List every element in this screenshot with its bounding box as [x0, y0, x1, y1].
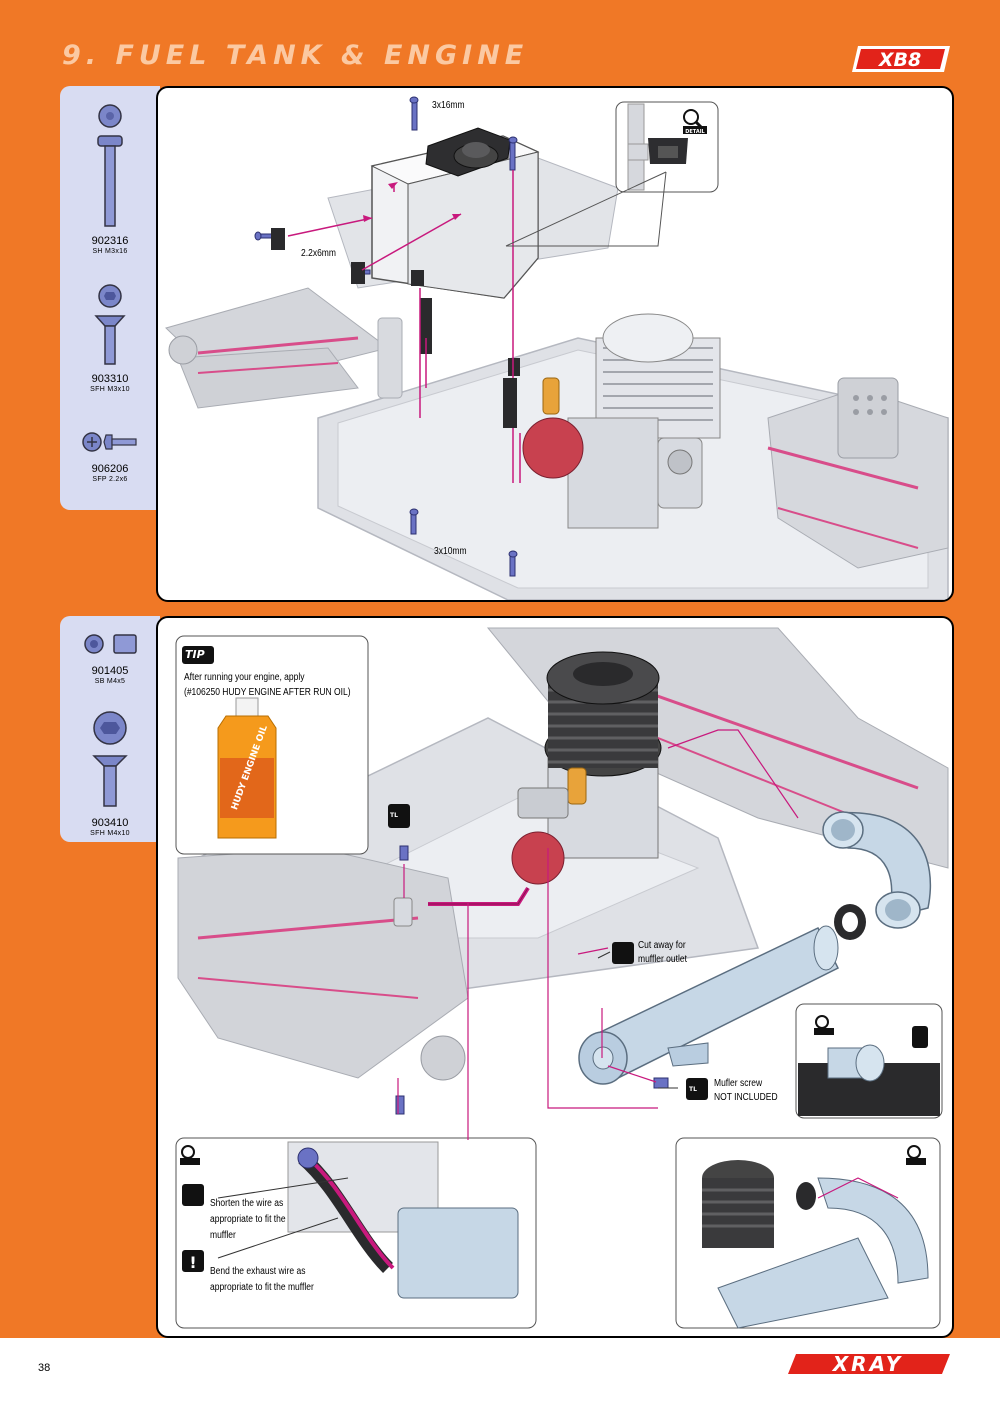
model-logo: XB8	[852, 44, 952, 74]
shorten-note-line3: muffler	[210, 1230, 236, 1241]
shorten-note-line2: appropriate to fit the	[210, 1214, 286, 1225]
brand-logo: XRAY	[786, 1350, 952, 1378]
flat-head-screw-icon	[94, 284, 126, 365]
part-code: 903310	[91, 373, 129, 385]
model-text: XB8	[878, 49, 921, 71]
shorten-note-line1: Shorten the wire as	[210, 1198, 284, 1209]
detail-icon	[180, 1145, 200, 1165]
flat-head-screw-icon	[92, 711, 128, 807]
exhaust-manifold	[822, 811, 932, 929]
screw-label-2-2x6: 2.2x6mm	[301, 248, 336, 259]
part-name: SB M4x5	[94, 678, 126, 685]
brand-text: XRAY	[831, 1352, 904, 1376]
tip-badge: TIP	[182, 646, 214, 664]
parts-sidebar-bottom: 901405 SB M4x5 903410 SFH M4x10	[60, 616, 160, 842]
page-title: 9. FUEL TANK & ENGINE	[62, 40, 529, 71]
threadlock-icon	[388, 804, 410, 828]
part-item: 902316 SH M3x16	[60, 100, 160, 256]
muffler-screw-line1: Mufler screw	[714, 1078, 763, 1089]
tl-badge-label: TL	[689, 1086, 697, 1093]
svg-text:!: !	[189, 1253, 196, 1272]
parts-sidebar-top: 902316 SH M3x16 903310 SFH M3x10 906206 …	[60, 86, 160, 510]
tl-badge: TL	[390, 812, 398, 819]
threadlock-icon	[686, 1078, 708, 1100]
detail-icon	[814, 1015, 834, 1035]
cut-tool-icon	[912, 1026, 928, 1048]
detail-icon-top: DETAIL	[683, 109, 707, 135]
tip-badge-label: TIP	[185, 648, 205, 661]
part-item: 903410 SFH M4x10	[60, 708, 160, 838]
part-name: SFP 2.2x6	[92, 476, 128, 483]
cut-tool-icon	[182, 1184, 204, 1206]
bend-note-line2: appropriate to fit the muffler	[210, 1282, 314, 1293]
fuel-tank-assembly-diagram: DETAIL	[165, 96, 949, 600]
engine-block	[522, 313, 721, 529]
tip-text-line2: (#106250 HUDY ENGINE AFTER RUN OIL)	[184, 687, 351, 698]
tip-text-line1: After running your engine, apply	[184, 672, 305, 683]
page-number: 38	[38, 1362, 51, 1374]
part-name: SH M3x16	[92, 248, 128, 255]
part-item: 901405 SB M4x5	[60, 630, 160, 686]
tl-badge: TL	[689, 1086, 697, 1093]
tl-badge-label: TL	[390, 812, 398, 819]
cut-note-line2: muffler outlet	[638, 954, 687, 965]
part-item: 906206 SFP 2.2x6	[60, 428, 160, 484]
set-screw-icon	[84, 634, 137, 654]
bend-note-line1: Bend the exhaust wire as	[210, 1266, 306, 1277]
engine-muffler-diagram: !	[175, 627, 949, 1329]
part-code: 902316	[91, 235, 129, 247]
part-item: 903310 SFH M3x10	[60, 280, 160, 394]
screw-label-3x10: 3x10mm	[434, 546, 467, 557]
svg-text:DETAIL: DETAIL	[685, 129, 705, 135]
phillips-screw-icon	[82, 432, 137, 452]
cut-note-line1: Cut away for	[638, 940, 686, 951]
step-panel-fuel-tank: DETAIL	[156, 86, 954, 602]
part-code: 903410	[91, 817, 129, 829]
part-code: 906206	[91, 463, 129, 475]
warning-icon	[182, 1250, 204, 1272]
hudy-oil-bottle	[217, 697, 277, 839]
screw-label-3x16: 3x16mm	[432, 100, 465, 111]
part-name: SFH M4x10	[90, 830, 130, 837]
engine-block	[511, 651, 662, 885]
part-name: SFH M3x10	[90, 386, 130, 393]
detail-icon	[906, 1145, 926, 1165]
part-code: 901405	[91, 665, 129, 677]
muffler	[578, 925, 840, 1085]
cut-tool-icon	[612, 942, 634, 964]
socket-head-screw-icon	[97, 104, 123, 227]
step-panel-engine-muffler: ! TIP After running your engine, apply (…	[156, 616, 954, 1338]
muffler-screw-line2: NOT INCLUDED	[714, 1092, 778, 1103]
